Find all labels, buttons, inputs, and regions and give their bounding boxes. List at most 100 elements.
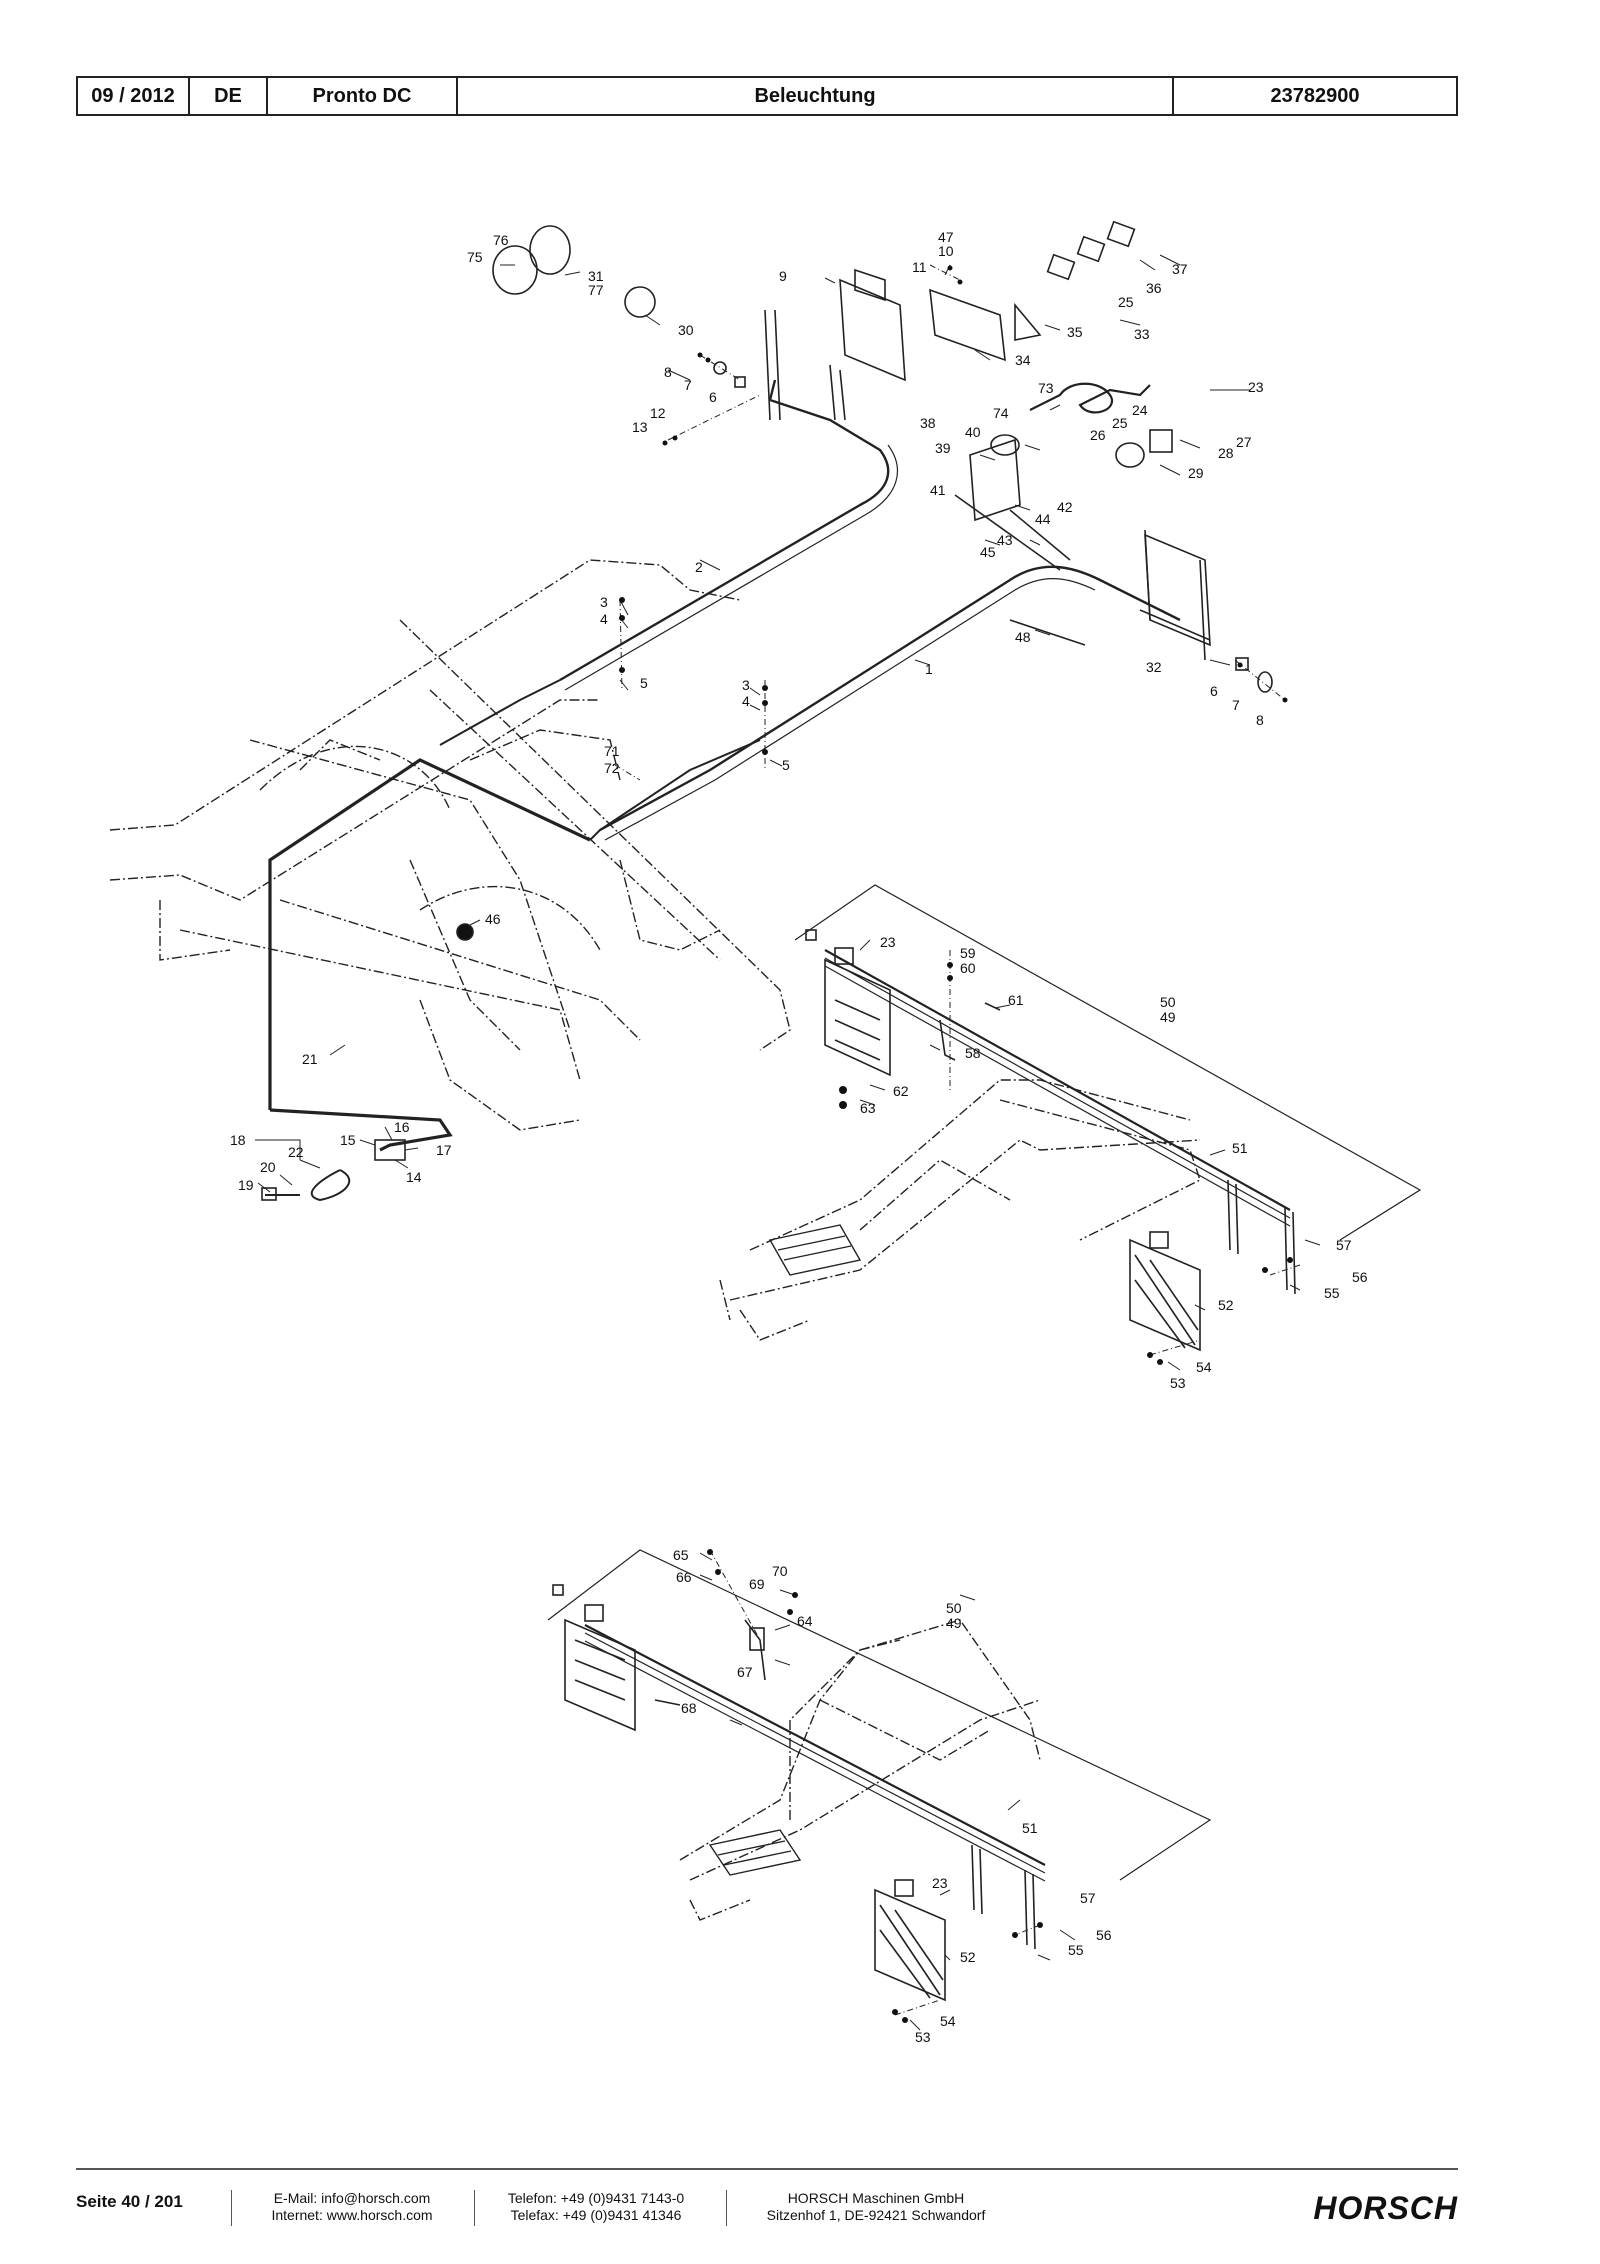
callout-33: 33 xyxy=(1134,326,1150,342)
callout-59: 59 xyxy=(960,945,976,961)
callout-19: 19 xyxy=(238,1177,254,1193)
callout-57: 57 xyxy=(1336,1237,1352,1253)
callout-31: 31 xyxy=(588,268,604,284)
callout-64: 64 xyxy=(797,1613,813,1629)
header-part-number: 23782900 xyxy=(1270,84,1360,107)
callout-49b: 49 xyxy=(946,1615,962,1631)
callout-18: 18 xyxy=(230,1132,246,1148)
callout-52: 52 xyxy=(1218,1297,1234,1313)
callout-23: 23 xyxy=(1248,379,1264,395)
footer-fax: Telefax: +49 (0)9431 41346 xyxy=(510,2207,682,2223)
callout-25: 25 xyxy=(1112,415,1128,431)
callout-72: 72 xyxy=(604,760,620,776)
callout-24: 24 xyxy=(1132,402,1148,418)
callout-55: 55 xyxy=(1324,1285,1340,1301)
callout-53b: 53 xyxy=(915,2029,931,2045)
round-lamp-back xyxy=(492,245,538,295)
callout-71: 71 xyxy=(604,743,620,759)
callout-52b: 52 xyxy=(960,1949,976,1965)
callout-68: 68 xyxy=(681,1700,697,1716)
callout-58: 58 xyxy=(965,1045,981,1061)
callout-51b: 51 xyxy=(1022,1820,1038,1836)
number-plate-bracket xyxy=(929,288,1006,362)
callout-34: 34 xyxy=(1015,352,1031,368)
callout-42: 42 xyxy=(1057,499,1073,515)
rear-lamp-bracket-right xyxy=(1139,529,1211,661)
callout-65: 65 xyxy=(673,1547,689,1563)
warning-panel-right-middle xyxy=(1129,1238,1201,1352)
callout-38: 38 xyxy=(920,415,936,431)
callout-49: 49 xyxy=(1160,1009,1176,1025)
callout-9: 9 xyxy=(779,268,787,284)
callout-45: 45 xyxy=(980,544,996,560)
callout-4: 4 xyxy=(600,611,608,627)
main-harness xyxy=(268,758,591,1110)
callout-25b: 25 xyxy=(1118,294,1134,310)
warning-panel-left-lower xyxy=(564,1618,636,1732)
callout-2: 2 xyxy=(695,559,703,575)
callout-13: 13 xyxy=(632,419,648,435)
callout-5: 5 xyxy=(640,675,648,691)
callout-35: 35 xyxy=(1067,324,1083,340)
footer-website: Internet: www.horsch.com xyxy=(271,2207,433,2223)
callout-3: 3 xyxy=(600,594,608,610)
callout-67: 67 xyxy=(737,1664,753,1680)
callout-57b: 57 xyxy=(1080,1890,1096,1906)
callout-36: 36 xyxy=(1146,280,1162,296)
callout-62: 62 xyxy=(893,1083,909,1099)
harness-2 xyxy=(559,398,890,682)
callout-70: 70 xyxy=(772,1563,788,1579)
header-date: 09 / 2012 xyxy=(78,78,190,114)
callout-26: 26 xyxy=(1090,427,1106,443)
warning-panel-left-middle xyxy=(824,958,891,1077)
callout-37: 37 xyxy=(1172,261,1188,277)
callout-55b: 55 xyxy=(1068,1942,1084,1958)
step-lower xyxy=(708,1829,802,1876)
callout-51: 51 xyxy=(1232,1140,1248,1156)
page-number: Seite 40 / 201 xyxy=(76,2192,183,2211)
callout-40: 40 xyxy=(965,424,981,440)
callout-30: 30 xyxy=(678,322,694,338)
callout-75: 75 xyxy=(467,249,483,265)
header-language: DE xyxy=(190,78,268,114)
callout-69: 69 xyxy=(749,1576,765,1592)
header-title: Beleuchtung xyxy=(458,78,1174,114)
callout-8b: 8 xyxy=(1256,712,1264,728)
callout-39: 39 xyxy=(935,440,951,456)
callout-1: 1 xyxy=(925,661,933,677)
callout-5b: 5 xyxy=(782,757,790,773)
callout-14: 14 xyxy=(406,1169,422,1185)
callout-60: 60 xyxy=(960,960,976,976)
footer-company: HORSCH Maschinen GmbH xyxy=(787,2190,965,2206)
callout-6b: 6 xyxy=(1210,683,1218,699)
callout-47: 47 xyxy=(938,229,954,245)
tow-frame-lower xyxy=(679,1619,1041,1921)
round-lamp-front xyxy=(529,225,571,275)
callout-54: 54 xyxy=(1196,1359,1212,1375)
callout-50: 50 xyxy=(1160,994,1176,1010)
footer-separator xyxy=(726,2190,727,2226)
callout-10: 10 xyxy=(938,243,954,259)
callout-3b: 3 xyxy=(742,677,750,693)
callout-8: 8 xyxy=(664,364,672,380)
footer-street: Sitzenhof 1, DE-92421 Schwandorf xyxy=(766,2207,986,2223)
footer-contact-web: E-Mail: info@horsch.com Internet: www.ho… xyxy=(252,2190,452,2224)
light-bar-lower xyxy=(584,1624,1046,1866)
callout-56b: 56 xyxy=(1096,1927,1112,1943)
callout-74: 74 xyxy=(993,405,1009,421)
callout-50b: 50 xyxy=(946,1600,962,1616)
footer-separator xyxy=(474,2190,475,2226)
callout-20: 20 xyxy=(260,1159,276,1175)
callout-4b: 4 xyxy=(742,693,750,709)
callout-27: 27 xyxy=(1236,434,1252,450)
callout-77: 77 xyxy=(588,282,604,298)
callout-61: 61 xyxy=(1008,992,1024,1008)
callout-54b: 54 xyxy=(940,2013,956,2029)
callout-73: 73 xyxy=(1038,380,1054,396)
left-lamp-bracket xyxy=(764,268,906,421)
footer-contact-phone: Telefon: +49 (0)9431 7143-0 Telefax: +49… xyxy=(496,2190,696,2224)
callout-41: 41 xyxy=(930,482,946,498)
callout-63: 63 xyxy=(860,1100,876,1116)
